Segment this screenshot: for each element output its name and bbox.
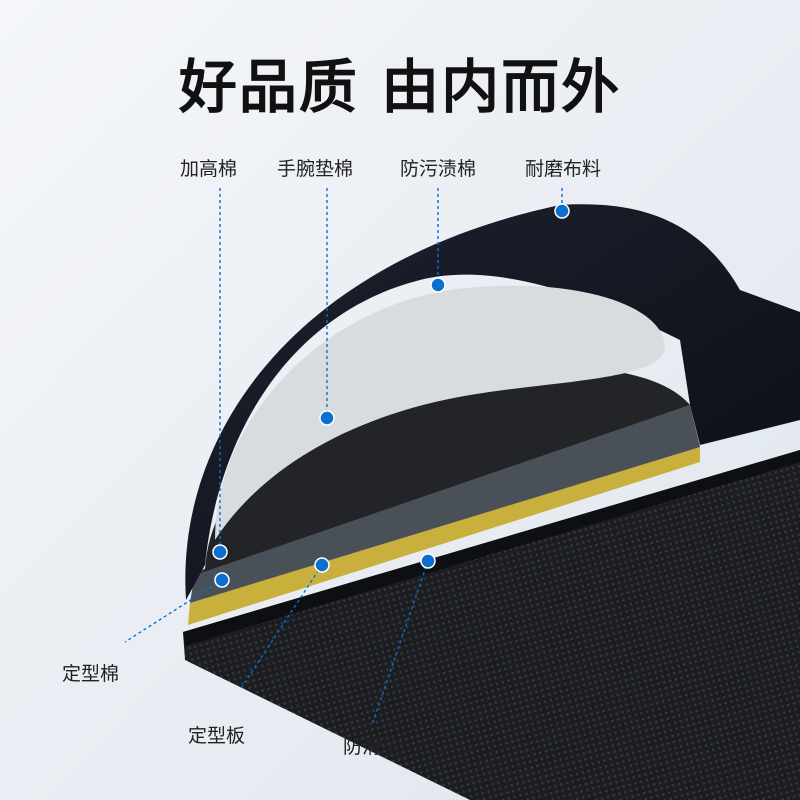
marker-dot — [314, 557, 330, 573]
marker-dot — [212, 544, 228, 560]
label-shaping-board: 定型板 — [188, 725, 246, 747]
label-stain-resistant-foam: 防污渍棉 — [400, 158, 477, 180]
leader-lines — [124, 188, 563, 726]
label-heightening-foam: 加高棉 — [180, 158, 238, 180]
base-edge — [183, 450, 800, 646]
marker-dot — [554, 203, 570, 219]
shaping-board-layer — [188, 445, 700, 625]
marker-dot — [430, 277, 446, 293]
marker-dot — [420, 553, 436, 569]
label-shaping-foam: 定型棉 — [62, 663, 120, 685]
marker-dot — [214, 572, 230, 588]
anti-slip-pad-layer — [183, 450, 800, 800]
marker-dot — [319, 410, 335, 426]
label-wear-resistant-fabric: 耐磨布料 — [525, 158, 602, 180]
label-wrist-foam: 手腕垫棉 — [277, 158, 354, 180]
fabric-cover-layer — [185, 204, 800, 600]
stain-resistant-foam-layer — [215, 285, 666, 540]
shaping-foam-layer — [190, 405, 700, 603]
headline: 好品质 由内而外 — [178, 53, 622, 121]
label-anti-slip-pad: 防滑垫 — [343, 736, 401, 758]
